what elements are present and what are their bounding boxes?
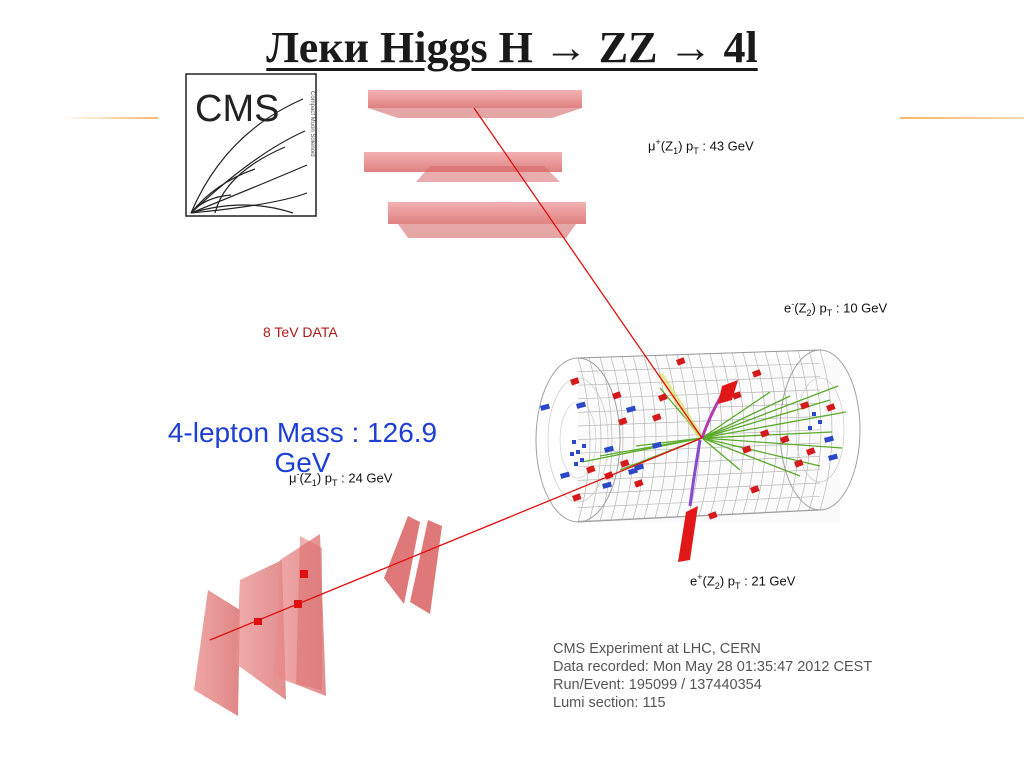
muon-chamber-slab	[416, 166, 560, 182]
muon-hit	[300, 570, 308, 578]
muon-chamber-slab	[368, 108, 582, 118]
muon-chamber-slab	[388, 202, 586, 224]
lepton-label-mu-plus-z1: μ+(Z1) pT : 43 GeV	[648, 137, 754, 156]
cms-logo-side-text: Compact Muon Solenoid	[309, 91, 315, 157]
muon-chamber-pane	[236, 560, 286, 700]
muon-chamber-pane	[296, 536, 322, 690]
decorative-line-right	[900, 117, 1024, 119]
muon-chamber-pane	[194, 590, 240, 716]
muon-chamber-pane	[410, 520, 442, 614]
cms-logo-text: CMS	[195, 88, 279, 130]
event-info-date: Data recorded: Mon May 28 01:35:47 2012 …	[553, 659, 873, 675]
event-info-lumi: Lumi section: 115	[553, 695, 666, 711]
muon-chamber-slab	[398, 224, 576, 238]
muon-track-upper	[473, 107, 703, 439]
lepton-label-e-plus-z2: e+(Z2) pT : 21 GeV	[690, 572, 796, 591]
event-info: CMS Experiment at LHC, CERN Data recorde…	[553, 640, 872, 712]
vertex-hits	[570, 412, 822, 466]
lower-muon-chambers	[194, 516, 442, 716]
muon-hit	[254, 618, 262, 625]
calorimeter-deposits	[540, 357, 838, 520]
muon-track-lower	[209, 437, 703, 641]
electron-track	[688, 439, 702, 507]
upper-muon-chambers	[364, 90, 586, 238]
four-lepton-mass-label: 4-lepton Mass : 126.9 GeV	[167, 417, 438, 478]
electron-shower	[678, 506, 698, 562]
data-energy-label: 8 TeV DATA	[263, 324, 338, 340]
decorative-line-left	[62, 117, 158, 119]
event-info-run-event: Run/Event: 195099 / 137440354	[553, 677, 762, 693]
event-info-experiment: CMS Experiment at LHC, CERN	[553, 641, 761, 657]
muon-chamber-slab	[368, 90, 582, 108]
lepton-label-mu-minus-z1: μ-(Z1) pT : 24 GeV	[289, 469, 393, 488]
cms-logo: CMS Compact Muon Solenoid	[185, 73, 317, 217]
electron-shower	[718, 380, 738, 404]
muon-chamber-pane	[384, 516, 420, 604]
lepton-label-e-minus-z2: e-(Z2) pT : 10 GeV	[784, 299, 888, 318]
slide-title: Леки Higgs H → ZZ → 4l	[266, 23, 758, 72]
